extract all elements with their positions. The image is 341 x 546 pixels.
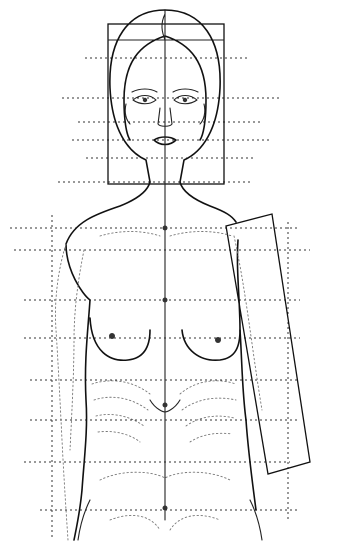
left-breast [90, 318, 150, 360]
left-eyebrow [132, 89, 157, 92]
right-shoulder-line [180, 182, 236, 222]
rib-left-1 [92, 381, 150, 394]
left-shoulder-line [66, 182, 150, 244]
left-arm-outer [55, 244, 68, 540]
left-cheek [125, 104, 130, 124]
right-breast [182, 330, 240, 360]
right-cheek [200, 104, 205, 124]
rib-right-4 [190, 433, 232, 442]
pelvis-right [170, 515, 220, 530]
rib-right-1 [180, 381, 236, 394]
left-nipple [109, 333, 115, 339]
head-outline-left [110, 10, 165, 182]
right-nipple [215, 337, 221, 343]
pelvis-left [110, 515, 160, 530]
axis-marker-pelvis [163, 506, 168, 511]
left-pupil [143, 98, 147, 102]
axis-marker-abdomen [163, 403, 168, 408]
right-eyebrow [173, 89, 198, 92]
axis-marker-sternum [163, 226, 168, 231]
head-outline-right [165, 10, 220, 182]
axis-marker-chest [163, 298, 168, 303]
vertical-guide-lines [52, 215, 288, 540]
torso-left-outline [66, 244, 90, 540]
rib-left-4 [98, 431, 140, 442]
rib-left-2 [94, 397, 148, 410]
right-pupil [183, 98, 187, 102]
rib-cage-sketch [92, 381, 236, 442]
torso-right-outline [237, 240, 256, 510]
rib-right-3 [186, 416, 234, 426]
rib-right-2 [182, 398, 236, 410]
right-clavicle [170, 232, 232, 237]
left-clavicle [100, 232, 160, 237]
